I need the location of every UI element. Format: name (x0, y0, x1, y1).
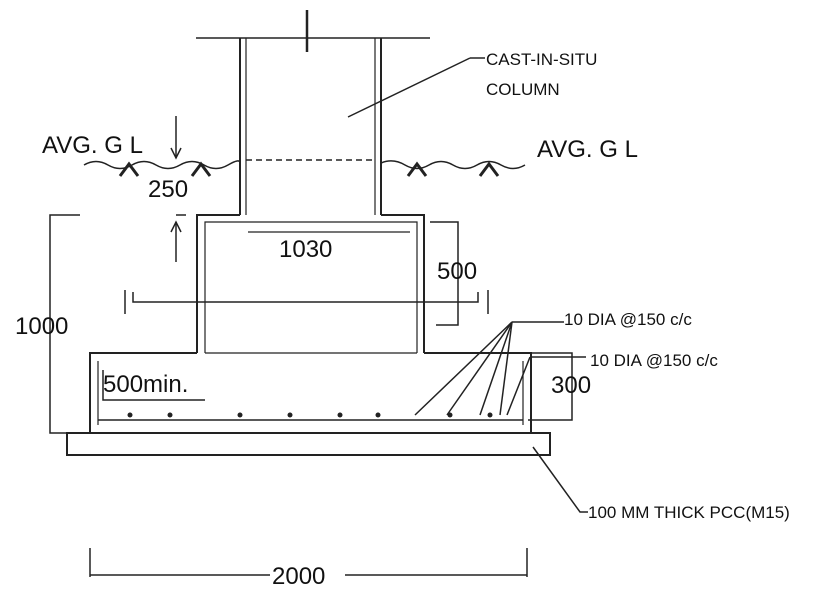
pcc-bed (66, 432, 551, 456)
dimension-500min-line (102, 370, 205, 401)
avg-gl-label-left: AVG. G L (42, 132, 143, 159)
ground-level-line-left (83, 160, 241, 177)
dimension-500-line (430, 221, 459, 326)
rebar-label-2: 10 DIA @150 c/c (590, 351, 718, 370)
dimension-2000-label: 2000 (272, 563, 325, 589)
column (196, 10, 430, 215)
cast-in-situ-label-line1: CAST-IN-SITU (486, 50, 597, 69)
dimension-250-label: 250 (148, 176, 188, 203)
avg-gl-label-right: AVG. G L (537, 136, 638, 163)
dimension-1000-label: 1000 (15, 313, 68, 340)
pcc-label: 100 MM THICK PCC(M15) (588, 503, 790, 522)
leader-pcc (532, 446, 588, 513)
pedestal (196, 214, 425, 354)
leader-cast-in-situ (347, 57, 485, 118)
rebar-label-1: 10 DIA @150 c/c (564, 310, 692, 329)
dimension-300-label: 300 (551, 372, 591, 399)
dimension-300-line (528, 352, 573, 421)
dimension-250 (170, 116, 186, 262)
dimension-500-label: 500 (437, 258, 477, 285)
dimension-1030-label: 1030 (279, 236, 332, 263)
dimension-1030-line (124, 290, 489, 314)
dimension-1000-line (49, 214, 90, 434)
cast-in-situ-label-line2: COLUMN (486, 80, 560, 99)
dimension-500min-label: 500min. (103, 371, 188, 398)
leader-rebar-1 (414, 321, 564, 416)
ground-level-line-right (380, 160, 526, 177)
leader-rebar-2 (506, 356, 586, 416)
dimension-2000-line (89, 548, 528, 577)
